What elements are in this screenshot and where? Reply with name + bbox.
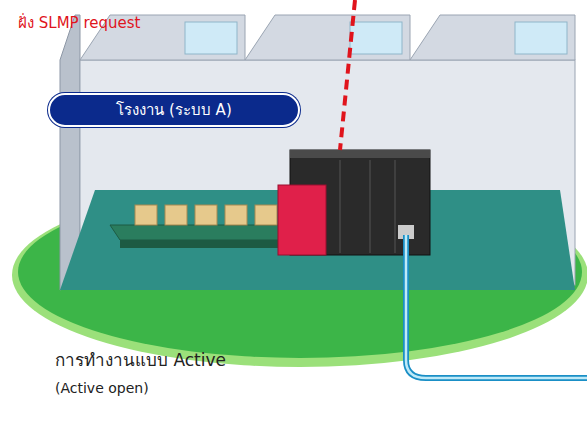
conveyor-top bbox=[110, 225, 300, 240]
box bbox=[135, 205, 157, 225]
power-module bbox=[278, 185, 326, 255]
roof-bay bbox=[410, 15, 575, 60]
ground-rim bbox=[12, 183, 587, 367]
module-line bbox=[370, 160, 371, 253]
conveyor-side bbox=[120, 240, 300, 248]
box bbox=[225, 205, 247, 225]
mode-label: การทำงานแบบ Active bbox=[55, 350, 226, 370]
ground bbox=[18, 186, 582, 358]
mode-label: (Active open) bbox=[55, 380, 149, 397]
pill-label: โรงงาน (ระบบ A) bbox=[48, 93, 300, 127]
cable bbox=[406, 235, 587, 378]
side-label: ฝั่ง SLMP request bbox=[18, 14, 140, 32]
module-line bbox=[395, 160, 396, 253]
window bbox=[515, 22, 567, 54]
cable-core bbox=[406, 235, 587, 378]
window bbox=[185, 22, 237, 54]
box bbox=[255, 205, 277, 225]
module-line bbox=[340, 160, 341, 253]
boxes bbox=[135, 205, 277, 225]
window bbox=[350, 22, 402, 54]
box bbox=[165, 205, 187, 225]
plc-top bbox=[290, 150, 430, 158]
node-text: โรงงาน (ระบบ A) bbox=[116, 101, 232, 119]
request-line bbox=[340, 0, 355, 150]
box bbox=[195, 205, 217, 225]
roof-bay bbox=[245, 15, 410, 60]
